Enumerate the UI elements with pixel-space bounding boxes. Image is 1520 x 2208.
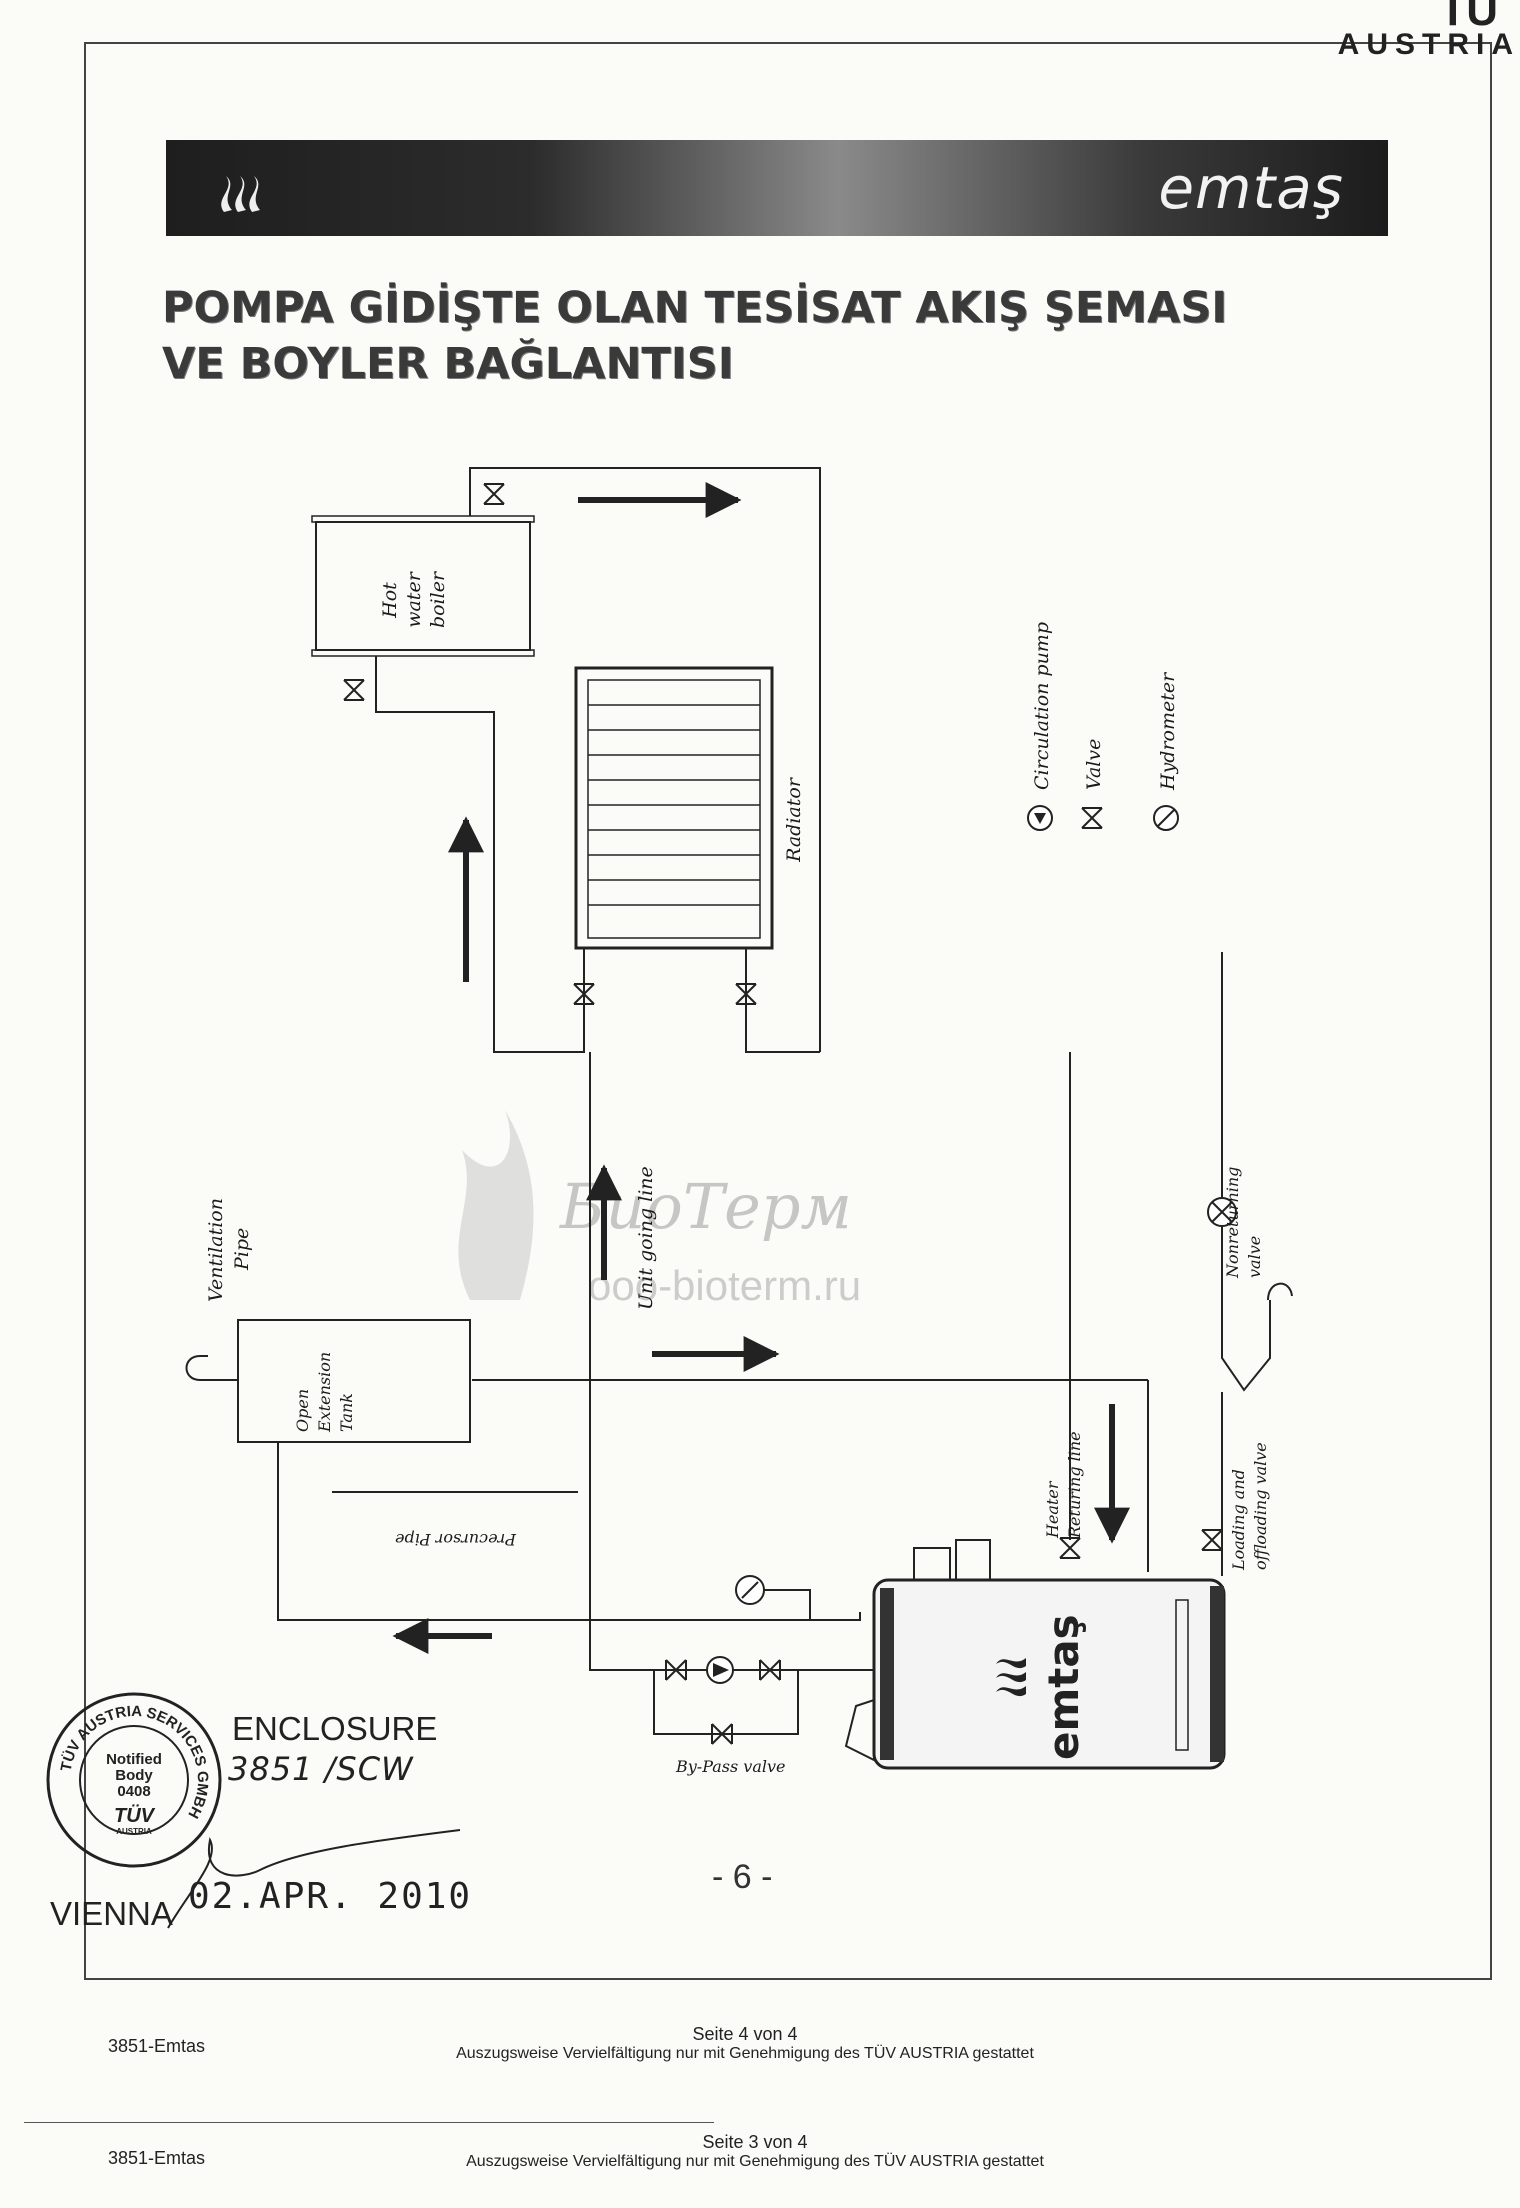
precursor-pipe-label: Precursor Pipe [395, 1530, 517, 1549]
valve-icon [711, 1723, 733, 1745]
valve-icon [665, 1659, 687, 1681]
valve-icon [343, 679, 365, 701]
ventilation-label-2: Pipe [231, 1228, 253, 1271]
valve-icon [573, 983, 595, 1005]
boiler-label-2: water [403, 570, 425, 627]
page-number: - 6 - [712, 1858, 773, 1896]
nonreturn-valve-icon [1207, 1197, 1237, 1227]
page-title: POMPA GİDİŞTE OLAN TESİSAT AKIŞ ŞEMASI V… [162, 280, 1362, 392]
nonreturn-label-2: valve [1245, 1236, 1264, 1278]
footer-doc-id: 3851-Emtas [108, 2036, 206, 2056]
valve-icon [1201, 1529, 1223, 1551]
brand-logo: emtaş [1158, 154, 1344, 222]
loading-label-2: offloading valve [1251, 1442, 1270, 1570]
expansion-tank: Open Extension Tank [237, 1319, 471, 1443]
boiler-label-1: Hot [379, 582, 401, 619]
legend: Circulation pump Valve Hydrometer [1027, 622, 1179, 831]
stamp-logo: TÜV [114, 1804, 156, 1827]
header-banner: emtaş [166, 140, 1388, 236]
footer-page: Seite 4 von 4 [692, 2024, 798, 2044]
legend-pump-label: Circulation pump [1031, 622, 1053, 790]
footer-note: Auszugsweise Vervielfältigung nur mit Ge… [456, 2045, 1034, 2062]
hot-water-boiler: Hot water boiler [311, 515, 535, 657]
nonreturn-label-1: Nonreturning [1223, 1167, 1242, 1279]
divider [24, 2122, 714, 2123]
unit-logo: emtaş [1039, 1614, 1088, 1760]
returning-line-label-2: Returing line [1065, 1431, 1084, 1539]
tuv-stamp: TÜV AUSTRIA SERVICES GMBH Notified Body … [46, 1692, 222, 1868]
stamp-center-3: 0408 [117, 1783, 150, 1800]
stamp-center-2: Body [115, 1767, 153, 1784]
loading-label-1: Loading and [1229, 1469, 1248, 1571]
page-frame [84, 42, 1492, 1980]
pump-icon [1027, 805, 1053, 831]
footer-note: Auszugsweise Vervielfältigung nur mit Ge… [466, 2153, 1044, 2170]
legend-valve-label: Valve [1083, 739, 1105, 790]
footer-2: Seite 3 von 4 Auszugsweise Vervielfältig… [390, 2132, 1120, 2171]
radiator: Radiator [574, 666, 805, 950]
flow-arrows [392, 482, 1130, 1654]
watermark: БиоТерм ooo-bioterm.ru [458, 1110, 861, 1309]
valve-icon [1081, 807, 1103, 829]
watermark-url: ooo-bioterm.ru [588, 1262, 861, 1309]
valve-icon [759, 1659, 781, 1681]
tuv-corner-logo: TÜ [1439, 0, 1498, 35]
stamp-center-1: Notified [106, 1751, 162, 1768]
footer-page: Seite 3 von 4 [702, 2132, 808, 2152]
returning-line-label-1: Heater [1043, 1480, 1062, 1539]
stamp-city: VIENNA [50, 1895, 173, 1932]
stamp-logo-sub: AUSTRIA [116, 1827, 152, 1836]
footer-1: Seite 4 von 4 Auszugsweise Vervielfältig… [390, 2024, 1100, 2063]
stamp-date: 02.APR. 2010 [188, 1876, 473, 1917]
pump-icon [706, 1656, 734, 1684]
gauge-icon [735, 1575, 765, 1605]
footer-doc-id: 3851-Emtas [108, 2148, 206, 2168]
title-line-2: VE BOYLER BAĞLANTISI [162, 339, 734, 389]
tank-label-2: Extension [315, 1352, 334, 1433]
flame-icon [221, 176, 260, 212]
tank-label-1: Open [293, 1389, 312, 1432]
radiator-label: Radiator [783, 776, 805, 863]
hydrometer-icon [1153, 805, 1179, 831]
tank-label-3: Tank [337, 1393, 356, 1432]
valves [343, 483, 1223, 1745]
going-line-label: Unit going line [635, 1166, 657, 1310]
valve-icon [735, 983, 757, 1005]
enclosure-label: ENCLOSURE [232, 1710, 438, 1747]
signature [167, 1829, 461, 1929]
ventilation-label-1: Ventilation [205, 1198, 227, 1302]
title-line-1: POMPA GİDİŞTE OLAN TESİSAT AKIŞ ŞEMASI [162, 283, 1228, 333]
boiler-label-3: boiler [427, 570, 449, 628]
ventilation-pipe: Ventilation Pipe [185, 1198, 253, 1381]
legend-hydrometer-label: Hydrometer [1157, 671, 1179, 791]
bypass-valve-label: By-Pass valve [675, 1757, 786, 1776]
tuv-corner-brand: AUSTRIA [1337, 28, 1520, 61]
emtas-unit: emtaş [844, 1539, 1226, 1770]
valve-icon [1059, 1537, 1081, 1559]
valve-icon [483, 483, 505, 505]
unit-flame-icon [996, 1658, 1026, 1696]
enclosure-code: 3851 /SCW [228, 1750, 414, 1788]
